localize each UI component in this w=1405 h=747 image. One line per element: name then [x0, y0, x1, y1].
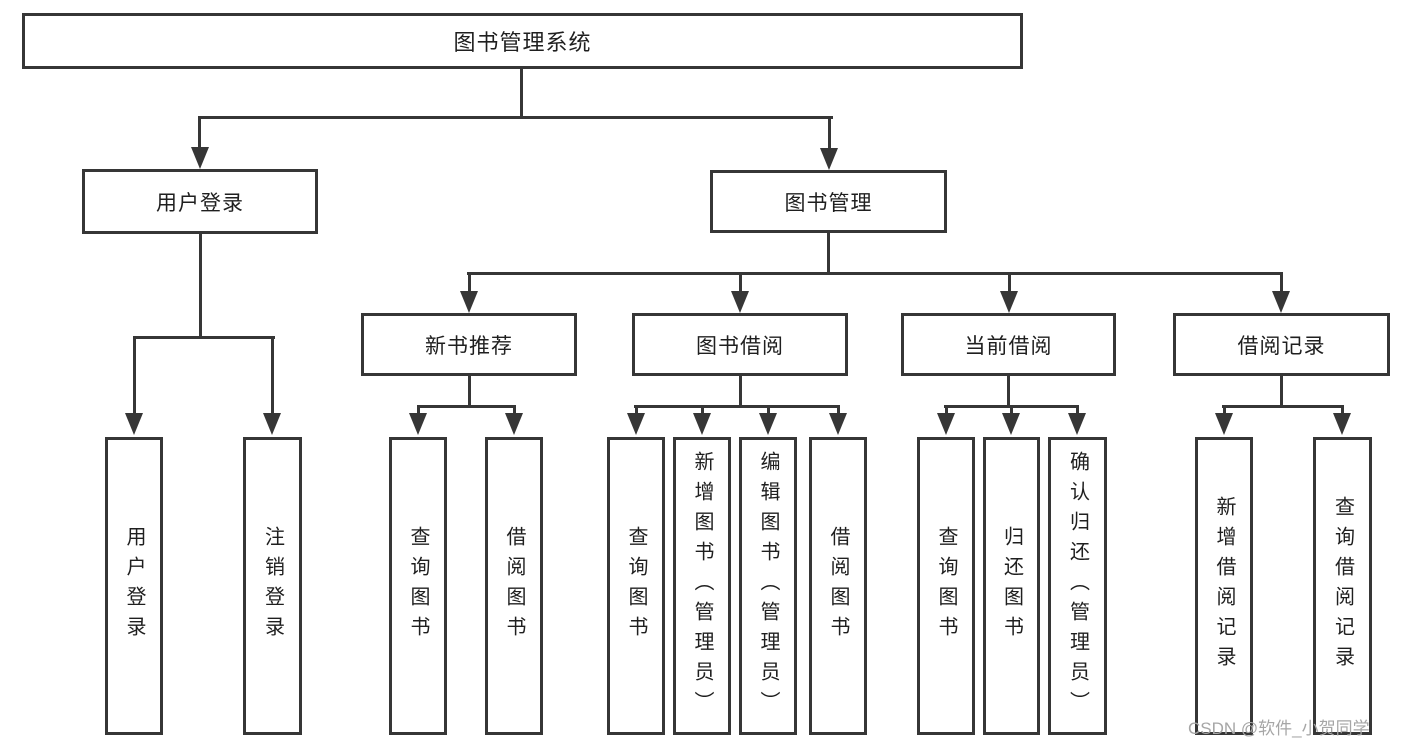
connector-line: [198, 116, 833, 119]
node-book-management: 图书管理: [710, 170, 947, 233]
leaf-label: 查询借阅记录: [1331, 496, 1354, 676]
arrow-down-icon: [505, 413, 523, 435]
arrow-down-icon: [1215, 413, 1233, 435]
connector-line: [1223, 405, 1226, 415]
leaf-label: 新增借阅记录: [1213, 496, 1235, 676]
connector-line: [828, 116, 831, 149]
leaf-label: 查询图书: [407, 526, 429, 646]
connector-line: [635, 405, 638, 415]
node-new-book-recommendation: 新书推荐: [361, 313, 577, 376]
leaf-label: 借阅图书: [827, 526, 849, 646]
leaf-label: 借阅图书: [503, 526, 525, 646]
connector-line: [1222, 405, 1344, 408]
leaf-label: 查询图书: [935, 526, 957, 646]
connector-line: [198, 116, 201, 149]
connector-line: [133, 336, 275, 339]
node-user-login: 用户登录: [82, 169, 318, 234]
connector-line: [513, 405, 516, 415]
arrow-down-icon: [1068, 413, 1086, 435]
connector-line: [739, 272, 742, 293]
arrow-down-icon: [409, 413, 427, 435]
arrow-down-icon: [1002, 413, 1020, 435]
arrow-down-icon: [460, 291, 478, 313]
connector-line: [417, 405, 420, 415]
leaf-label: 注销登录: [261, 526, 284, 646]
connector-line: [468, 272, 471, 293]
connector-line: [767, 405, 770, 415]
leaf-label: 归还图书: [1000, 526, 1023, 646]
leaf-label: 新增图书（管理员）: [691, 451, 713, 721]
connector-line: [271, 336, 274, 415]
leaf-query-books-recommend: 查询图书: [389, 437, 447, 735]
leaf-label: 确认归还（管理员）: [1066, 451, 1089, 721]
node-current-borrowing: 当前借阅: [901, 313, 1116, 376]
connector-line: [945, 405, 948, 415]
connector-line: [133, 336, 136, 415]
leaf-add-borrow-record: 新增借阅记录: [1195, 437, 1253, 735]
connector-line: [520, 69, 523, 117]
arrow-down-icon: [125, 413, 143, 435]
leaf-return-books: 归还图书: [983, 437, 1040, 735]
connector-line: [1008, 272, 1011, 293]
leaf-user-login: 用户登录: [105, 437, 163, 735]
connector-line: [1007, 376, 1010, 407]
arrow-down-icon: [1000, 291, 1018, 313]
leaf-add-books-admin: 新增图书（管理员）: [673, 437, 731, 735]
connector-line: [417, 405, 516, 408]
leaf-logout: 注销登录: [243, 437, 302, 735]
arrow-down-icon: [1272, 291, 1290, 313]
leaf-label: 用户登录: [123, 526, 145, 646]
connector-line: [467, 272, 1283, 275]
arrow-down-icon: [759, 413, 777, 435]
connector-line: [634, 405, 840, 408]
connector-line: [1341, 405, 1344, 415]
connector-line: [199, 234, 202, 337]
connector-line: [739, 376, 742, 407]
arrow-down-icon: [693, 413, 711, 435]
arrow-down-icon: [937, 413, 955, 435]
arrow-down-icon: [191, 147, 209, 169]
node-library-management-system: 图书管理系统: [22, 13, 1023, 69]
leaf-confirm-return-admin: 确认归还（管理员）: [1048, 437, 1107, 735]
connector-line: [827, 233, 830, 274]
node-borrowing-records: 借阅记录: [1173, 313, 1390, 376]
connector-line: [1076, 405, 1079, 415]
leaf-edit-books-admin: 编辑图书（管理员）: [739, 437, 797, 735]
node-book-borrowing: 图书借阅: [632, 313, 848, 376]
arrow-down-icon: [263, 413, 281, 435]
connector-line: [1280, 272, 1283, 293]
leaf-borrow-books: 借阅图书: [809, 437, 867, 735]
arrow-down-icon: [627, 413, 645, 435]
connector-line: [701, 405, 704, 415]
leaf-query-books-borrow: 查询图书: [607, 437, 665, 735]
leaf-query-borrow-record: 查询借阅记录: [1313, 437, 1372, 735]
connector-line: [837, 405, 840, 415]
arrow-down-icon: [820, 148, 838, 170]
connector-line: [1280, 376, 1283, 407]
arrow-down-icon: [829, 413, 847, 435]
leaf-label: 编辑图书（管理员）: [757, 451, 779, 721]
csdn-watermark: CSDN @软件_小贺同学: [1188, 719, 1370, 738]
connector-line: [468, 376, 471, 407]
arrow-down-icon: [731, 291, 749, 313]
leaf-query-books-current: 查询图书: [917, 437, 975, 735]
leaf-borrow-books-recommend: 借阅图书: [485, 437, 543, 735]
leaf-label: 查询图书: [625, 526, 647, 646]
connector-line: [1010, 405, 1013, 415]
arrow-down-icon: [1333, 413, 1351, 435]
